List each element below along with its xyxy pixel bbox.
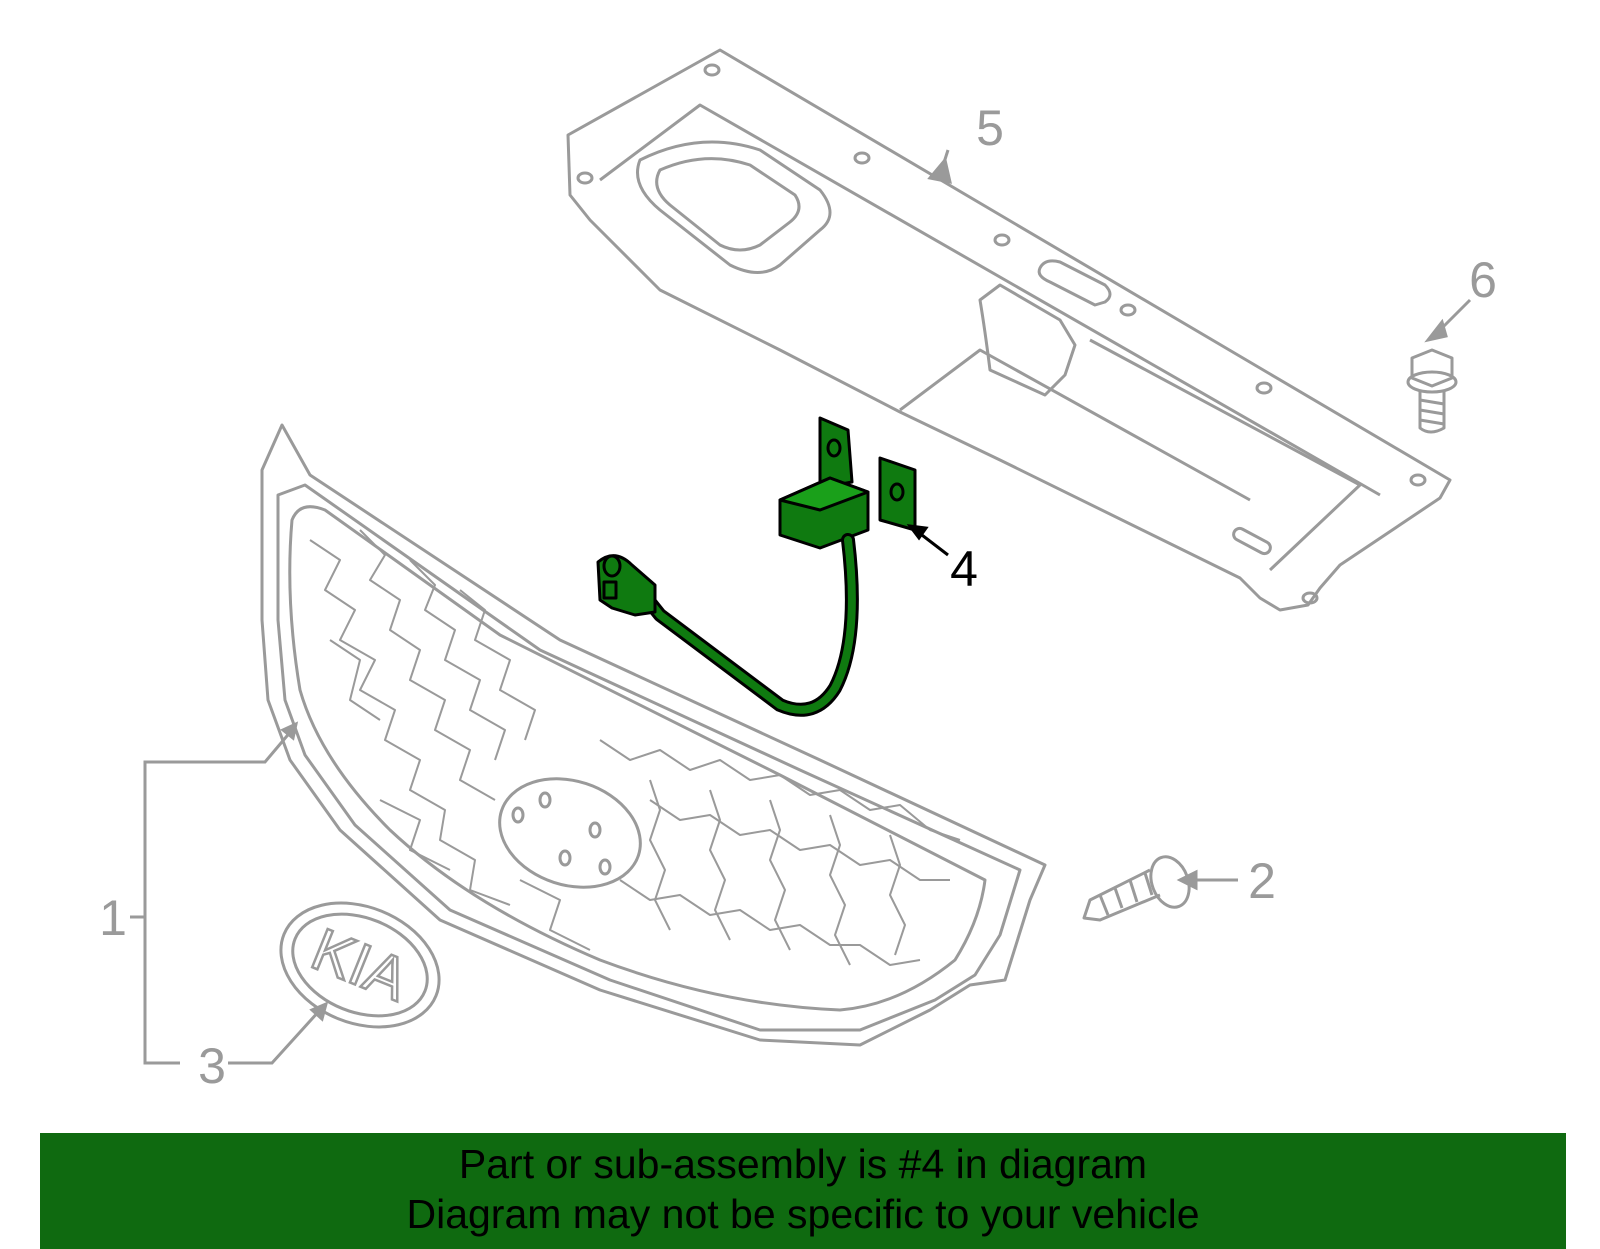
part-5-cover xyxy=(566,48,1452,612)
banner-line-2: Diagram may not be specific to your vehi… xyxy=(406,1191,1200,1237)
leader-line-4 xyxy=(906,524,949,557)
disclaimer-banner: Part or sub-assembly is #4 in diagram Di… xyxy=(40,1133,1566,1249)
part-4-sensor xyxy=(596,416,917,717)
emblem-text: KIA xyxy=(303,915,418,1013)
callout-2: 2 xyxy=(1248,853,1276,909)
part-1-grille xyxy=(260,423,1047,1047)
part-3-emblem: KIA xyxy=(279,901,441,1029)
leader-lines xyxy=(130,149,1472,1065)
callout-6: 6 xyxy=(1469,252,1497,308)
callout-4: 4 xyxy=(950,541,978,597)
part-6-bolt xyxy=(1406,348,1458,434)
callout-1: 1 xyxy=(99,890,127,946)
callout-3: 3 xyxy=(198,1038,226,1094)
part-2-screw xyxy=(1082,855,1191,922)
callout-5: 5 xyxy=(976,100,1004,156)
banner-line-1: Part or sub-assembly is #4 in diagram xyxy=(458,1141,1148,1187)
